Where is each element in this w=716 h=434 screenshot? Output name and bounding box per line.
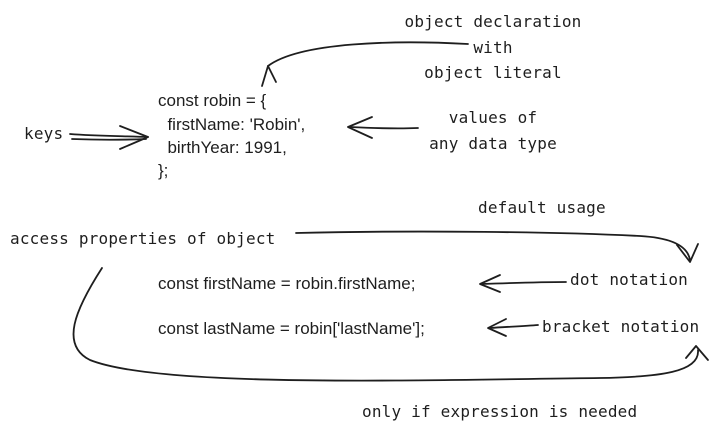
code-line-object-open: const robin = { — [158, 91, 267, 110]
arrow-dot-notation — [481, 281, 567, 285]
label-default-usage: default usage — [478, 198, 606, 217]
label-bracket-notation: bracket notation — [542, 317, 700, 336]
label-keys: keys — [24, 124, 64, 143]
arrow-keys — [69, 133, 149, 138]
arrow-values — [349, 126, 419, 130]
arrow-keys-double — [71, 138, 147, 141]
label-object-declaration-3: object literal — [424, 63, 562, 82]
label-object-declaration-1: object declaration — [404, 12, 582, 31]
arrowhead-values — [347, 116, 373, 139]
arrowhead-default-usage — [676, 243, 699, 263]
arrowhead-keys — [119, 125, 149, 150]
code-line-dot-access: const firstName = robin.firstName; — [158, 274, 416, 293]
label-values-2: any data type — [429, 134, 557, 153]
code-line-first-name: firstName: 'Robin', — [158, 115, 306, 134]
label-access-properties: access properties of object — [10, 229, 276, 248]
arrowhead-dot-notation — [479, 274, 501, 293]
code-line-object-close: }; — [158, 161, 169, 180]
code-line-birth-year: birthYear: 1991, — [158, 138, 287, 157]
label-object-declaration-2: with — [473, 38, 513, 57]
arrowhead-bracket-notation — [487, 318, 507, 337]
arrow-object-declaration — [267, 41, 469, 67]
arrow-default-usage — [295, 230, 691, 261]
label-only-if-expression: only if expression is needed — [362, 402, 638, 421]
arrow-expression-loop — [72, 267, 699, 382]
label-values-1: values of — [448, 108, 538, 127]
arrowhead-object-declaration — [261, 65, 277, 87]
arrow-bracket-notation — [489, 324, 539, 329]
arrowhead-expression-loop — [685, 345, 709, 361]
code-line-bracket-access: const lastName = robin['lastName']; — [158, 319, 425, 338]
label-dot-notation: dot notation — [570, 270, 688, 289]
